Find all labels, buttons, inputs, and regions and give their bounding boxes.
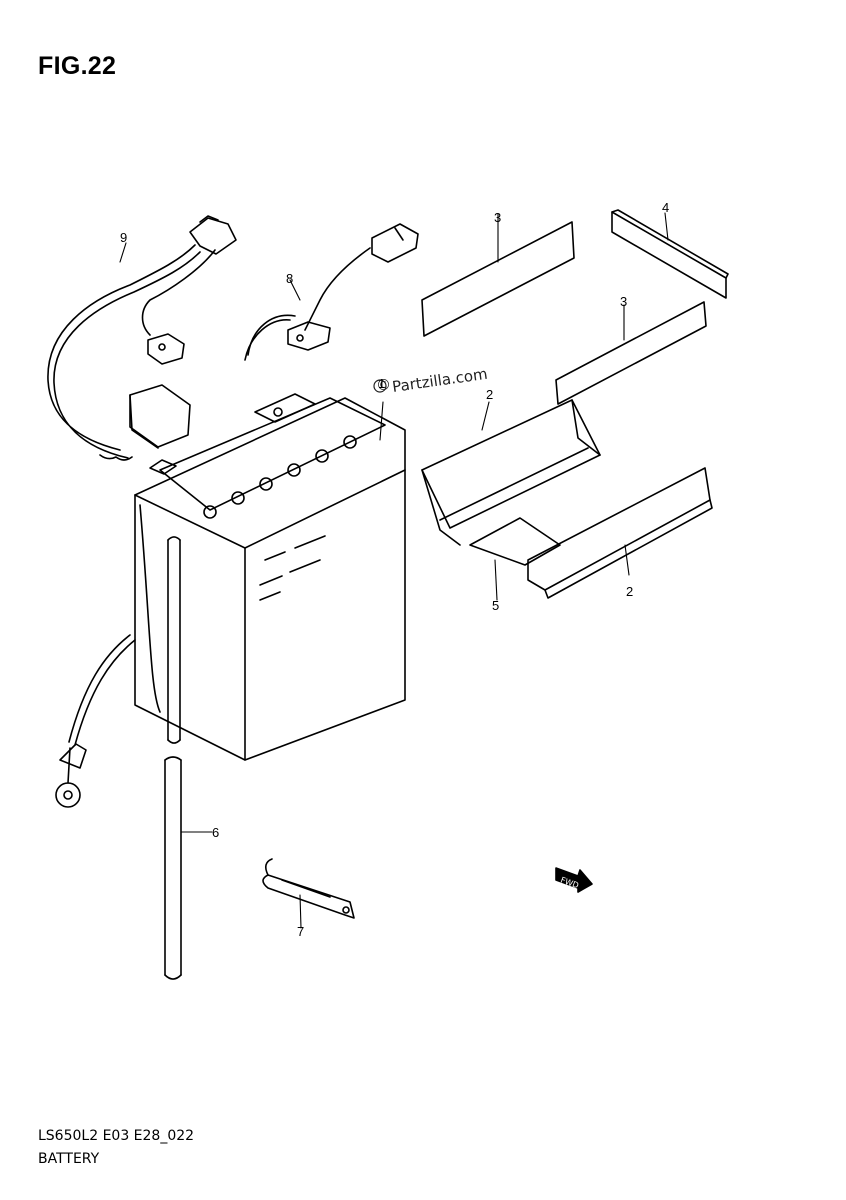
diagram-name: BATTERY — [38, 1151, 100, 1167]
callout-4: 4 — [662, 200, 669, 215]
callout-6: 6 — [212, 825, 219, 840]
callout-2-lower: 2 — [626, 584, 633, 599]
callout-5: 5 — [492, 598, 499, 613]
diagram-code: LS650L2 E03 E28_022 — [38, 1128, 195, 1144]
breather-hose-part-6 — [164, 536, 182, 980]
watermark-symbol: © — [376, 376, 391, 394]
battery-tray-part-2 — [421, 399, 713, 599]
pad-part-3-upper — [421, 221, 575, 337]
callout-1: 1 — [378, 376, 385, 391]
callout-2-upper: 2 — [486, 387, 493, 402]
figure-title: FIG.22 — [38, 52, 117, 80]
pad-part-4 — [611, 209, 729, 299]
watermark-text: Partzilla.com — [391, 365, 489, 396]
pad-part-3-lower — [555, 301, 707, 405]
leader-lines — [119, 212, 669, 929]
callout-3-upper: 3 — [494, 210, 501, 225]
callout-9: 9 — [120, 230, 127, 245]
battery-part-1 — [129, 384, 406, 761]
wire-harness-part-8 — [244, 223, 419, 361]
ground-cable — [55, 634, 136, 808]
callout-7: 7 — [297, 924, 304, 939]
watermark: © Partzilla.com — [373, 365, 489, 396]
forward-arrow-icon — [555, 867, 593, 893]
battery-cable-part-9 — [47, 215, 237, 461]
callout-3-lower: 3 — [620, 294, 627, 309]
bracket-part-7 — [262, 858, 355, 919]
callout-8: 8 — [286, 271, 293, 286]
